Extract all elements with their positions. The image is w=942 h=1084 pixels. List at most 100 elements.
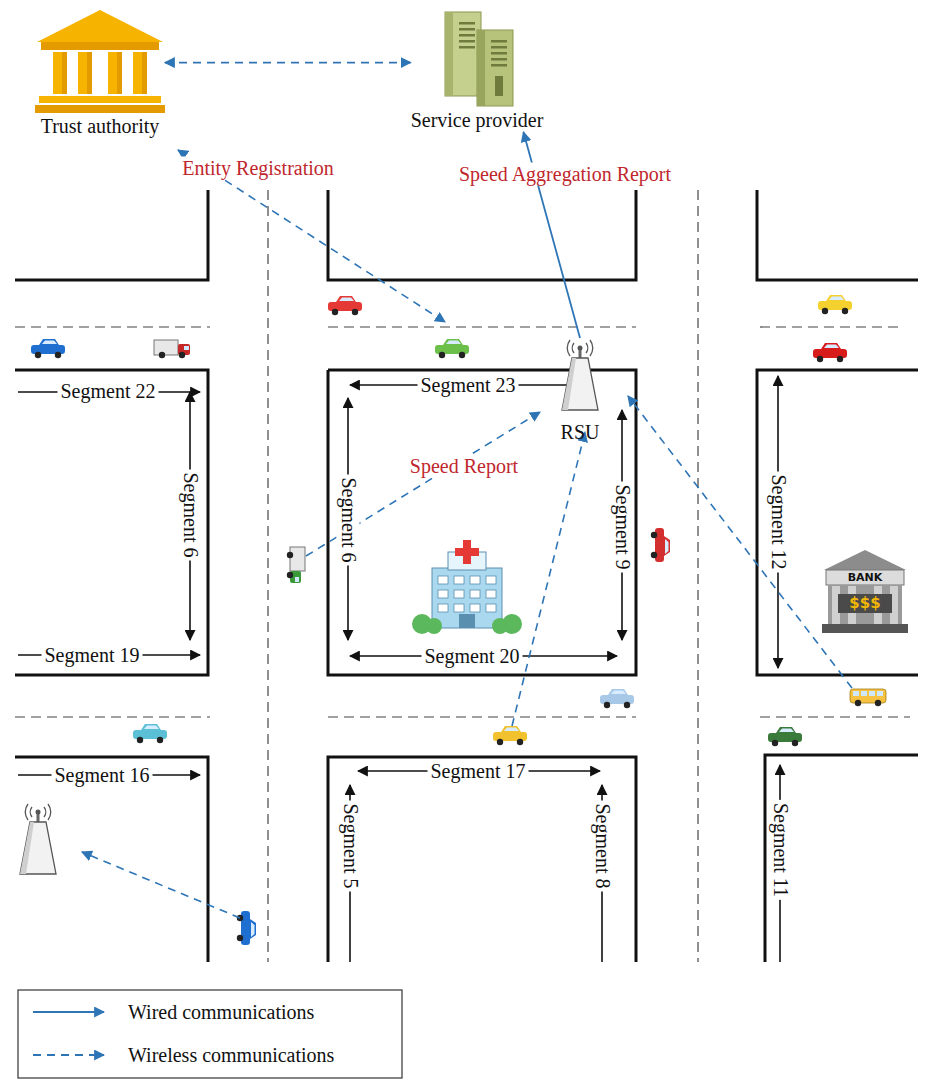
road-edge bbox=[765, 755, 918, 962]
hospital-icon bbox=[412, 540, 522, 634]
segment-label: Segment 20 bbox=[422, 645, 523, 668]
temple-column-shade bbox=[87, 52, 92, 94]
server-slot bbox=[491, 52, 507, 55]
legend-frame bbox=[18, 990, 402, 1078]
server-shade bbox=[445, 12, 453, 96]
wheel bbox=[287, 552, 293, 558]
rsu-shade bbox=[562, 358, 576, 410]
wheel bbox=[352, 309, 358, 315]
wheel bbox=[439, 352, 445, 358]
wheel bbox=[237, 935, 243, 941]
bank-roof bbox=[824, 550, 906, 570]
hospital-window bbox=[470, 576, 480, 584]
bus-body bbox=[850, 689, 886, 703]
lane-divider bbox=[267, 190, 268, 962]
bank-wall bbox=[828, 585, 902, 624]
bus-window bbox=[861, 691, 867, 696]
rsu-shade bbox=[20, 822, 34, 874]
lane-divider bbox=[760, 326, 900, 327]
server-tower bbox=[445, 12, 481, 96]
wheel bbox=[837, 356, 843, 362]
wheel bbox=[517, 739, 523, 745]
temple-step bbox=[35, 105, 165, 113]
temple-column bbox=[78, 52, 92, 94]
wheel bbox=[35, 352, 41, 358]
hospital-window bbox=[454, 604, 464, 612]
server-slot bbox=[459, 22, 475, 25]
road-edge bbox=[15, 370, 208, 675]
vehicle bbox=[435, 339, 469, 358]
hospital-window bbox=[486, 590, 496, 598]
temple-icon bbox=[35, 8, 165, 114]
bus-window bbox=[853, 691, 859, 696]
wheel bbox=[651, 552, 657, 558]
server-drive bbox=[495, 76, 503, 96]
bank-base bbox=[822, 624, 908, 633]
vehicle bbox=[850, 689, 886, 706]
truck-window bbox=[184, 346, 189, 350]
bus-window bbox=[877, 691, 883, 696]
node-label: Trust authority bbox=[41, 114, 160, 138]
segment-label: Segment 9 bbox=[611, 482, 634, 573]
vehicle bbox=[651, 528, 670, 562]
hospital-window bbox=[438, 604, 448, 612]
wireless-link bbox=[628, 396, 852, 688]
vehicle bbox=[287, 547, 305, 583]
sign-text: $$$ bbox=[838, 594, 892, 613]
server-slot bbox=[459, 34, 475, 37]
car-cabin bbox=[336, 296, 356, 302]
wireless-link bbox=[512, 432, 585, 726]
temple-column bbox=[108, 52, 122, 94]
vehicle bbox=[31, 339, 65, 358]
road-edge bbox=[757, 370, 918, 675]
node-label: Service provider bbox=[411, 108, 544, 132]
truck-window bbox=[295, 577, 299, 582]
road-edge bbox=[328, 757, 636, 962]
lane-divider bbox=[15, 716, 210, 717]
rsu-icon bbox=[558, 338, 602, 414]
wheel bbox=[159, 352, 165, 358]
rsu-body bbox=[562, 358, 598, 410]
car-window bbox=[251, 922, 255, 937]
segment-label: Segment 12 bbox=[767, 472, 790, 573]
trust-authority: Trust authority bbox=[35, 8, 165, 138]
server-slot bbox=[491, 46, 507, 49]
node-label: RSU bbox=[561, 420, 600, 444]
car-cabin bbox=[443, 339, 463, 345]
car-cabin bbox=[821, 343, 841, 349]
car-cabin bbox=[776, 727, 796, 733]
wheel bbox=[855, 700, 861, 706]
vehicle bbox=[818, 295, 852, 314]
roadside-unit-icon bbox=[20, 804, 56, 874]
segment-label: Segment 8 bbox=[591, 801, 614, 892]
roadside-unit: RSU bbox=[558, 338, 602, 444]
wheel bbox=[55, 352, 61, 358]
car-cabin bbox=[250, 919, 256, 939]
lane-divider bbox=[697, 190, 698, 962]
car-window bbox=[824, 345, 839, 349]
legend-text: Wireless communications bbox=[128, 1043, 334, 1067]
car-cabin bbox=[39, 339, 59, 345]
vehicle bbox=[133, 724, 167, 743]
vehicle bbox=[493, 726, 527, 745]
temple-column-shade bbox=[117, 52, 122, 94]
car-cabin bbox=[664, 536, 670, 556]
segment-label: Segment 6 bbox=[337, 475, 360, 566]
segment-label: Segment 22 bbox=[58, 380, 159, 403]
temple-step bbox=[39, 96, 161, 103]
segment-label: Segment 6 bbox=[179, 470, 202, 561]
temple-column-shade bbox=[62, 52, 67, 94]
car-cabin bbox=[501, 726, 521, 732]
lane-divider bbox=[760, 716, 910, 717]
hospital-cross bbox=[455, 548, 479, 556]
vehicle bbox=[813, 343, 847, 362]
antenna-mast bbox=[579, 350, 582, 358]
segment-label: Segment 23 bbox=[418, 374, 519, 397]
car-window bbox=[446, 341, 461, 345]
hospital-building bbox=[432, 568, 502, 628]
wheel bbox=[287, 572, 293, 578]
car-window bbox=[144, 726, 159, 730]
wheel bbox=[817, 356, 823, 362]
temple-column bbox=[133, 52, 147, 94]
message-label: Speed Report bbox=[407, 455, 521, 478]
